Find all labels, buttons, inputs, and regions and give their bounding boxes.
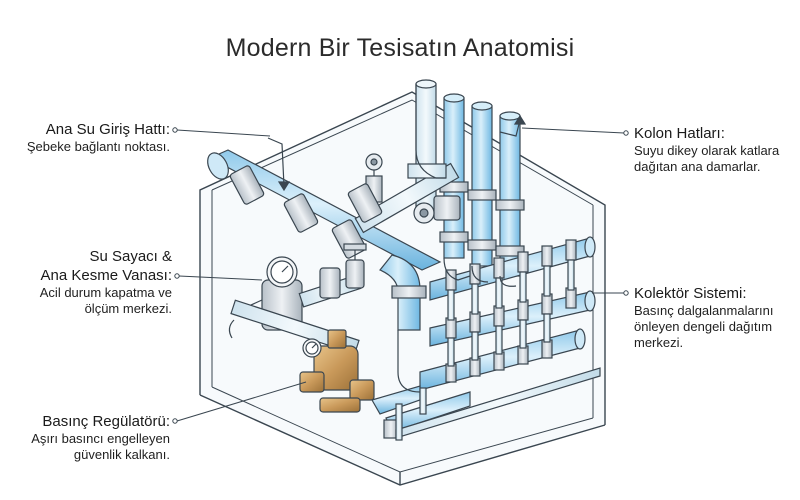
label-basinc-regulatoru-head: Basınç Regülatörü:: [31, 412, 170, 431]
label-ana-su-giris-head: Ana Su Giriş Hattı:: [27, 120, 170, 139]
label-basinc-regulatoru-desc2: güvenlik kalkanı.: [31, 447, 170, 463]
label-kolektor-head: Kolektör Sistemi:: [634, 284, 773, 303]
label-kolon-hatlari-head: Kolon Hatları:: [634, 124, 779, 143]
label-su-sayaci: Su Sayacı & Ana Kesme Vanası: Acil durum…: [40, 247, 172, 317]
label-su-sayaci-head2: Ana Kesme Vanası:: [40, 266, 172, 285]
label-kolon-hatlari: Kolon Hatları: Suyu dikey olarak katlara…: [634, 124, 779, 175]
label-kolektor-desc3: merkezi.: [634, 335, 773, 351]
label-kolektor-desc2: önleyen dengeli dağıtım: [634, 319, 773, 335]
label-su-sayaci-head1: Su Sayacı &: [40, 247, 172, 266]
label-kolektor: Kolektör Sistemi: Basınç dalgalanmaların…: [634, 284, 773, 351]
label-basinc-regulatoru: Basınç Regülatörü: Aşırı basıncı engelle…: [31, 412, 170, 463]
label-ana-su-giris-desc: Şebeke bağlantı noktası.: [27, 139, 170, 155]
label-su-sayaci-desc1: Acil durum kapatma ve: [40, 285, 172, 301]
label-kolektor-desc1: Basınç dalgalanmalarını: [634, 303, 773, 319]
label-kolon-hatlari-desc1: Suyu dikey olarak katlara: [634, 143, 779, 159]
label-su-sayaci-desc2: ölçüm merkezi.: [40, 301, 172, 317]
label-ana-su-giris: Ana Su Giriş Hattı: Şebeke bağlantı nokt…: [27, 120, 170, 155]
label-basinc-regulatoru-desc1: Aşırı basıncı engelleyen: [31, 431, 170, 447]
label-kolon-hatlari-desc2: dağıtan ana damarlar.: [634, 159, 779, 175]
